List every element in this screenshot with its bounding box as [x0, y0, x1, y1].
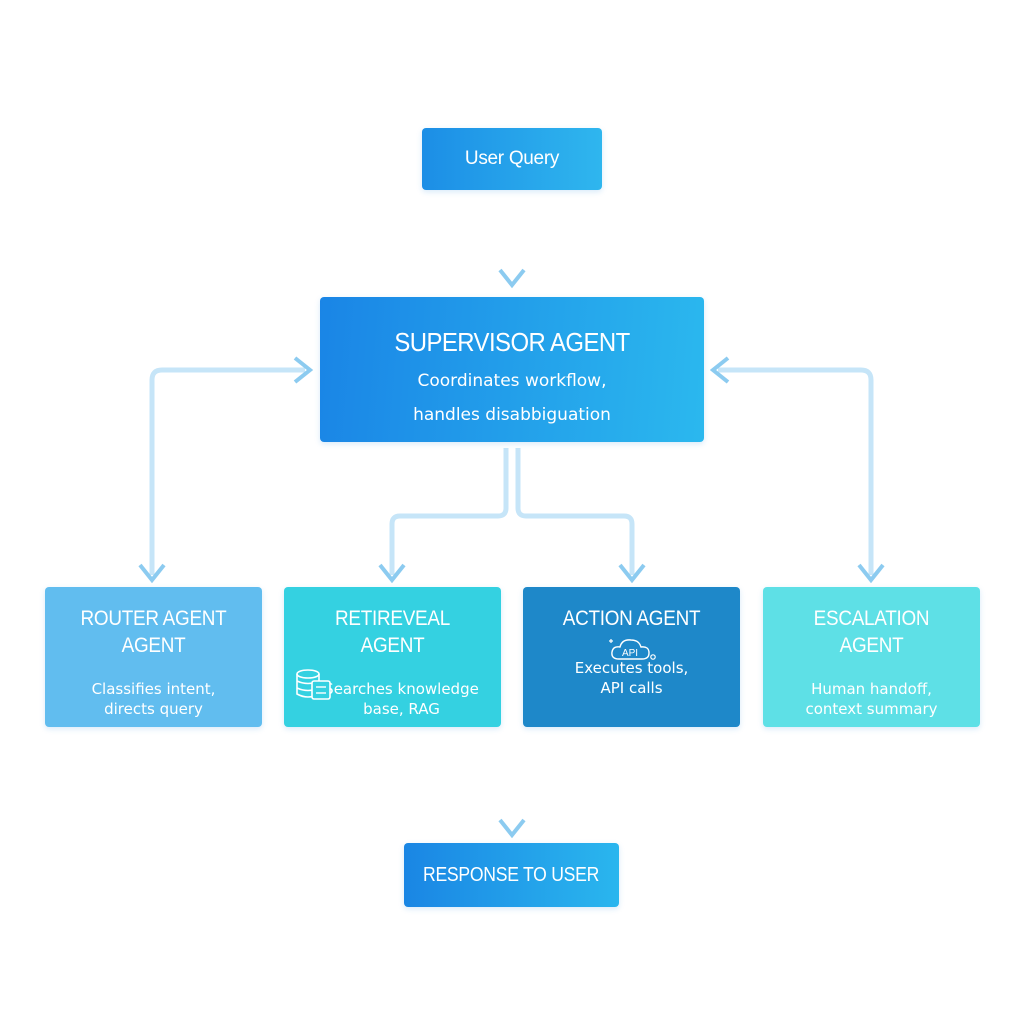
router-agent-node[interactable]: ROUTER AGENT AGENT Classifies intent, di… — [45, 587, 262, 727]
router-title-line1: ROUTER AGENT — [80, 607, 227, 630]
api-icon-label: API — [622, 648, 638, 659]
router-desc-line1: Classifies intent, — [91, 680, 216, 698]
arrow-user-to-supervisor — [498, 200, 526, 289]
retrieval-title-line2: AGENT — [360, 634, 425, 657]
action-desc-line2: API calls — [600, 679, 663, 697]
escalation-desc-line2: context summary — [805, 700, 938, 718]
retrieval-desc-line1: Searches knowledge — [324, 680, 479, 698]
response-label: RESPONSE TO USER — [423, 863, 600, 886]
action-title-line1: ACTION AGENT — [562, 607, 701, 630]
database-icon — [296, 669, 331, 700]
arrow-escalation-loop — [709, 356, 885, 584]
cloud-api-icon: API — [609, 639, 656, 660]
retrieval-agent-node[interactable]: RETIREVEAL AGENT Searches knowledge base… — [284, 587, 501, 727]
user-query-node[interactable]: User Query — [422, 128, 602, 190]
escalation-desc-line1: Human handoff, — [811, 680, 932, 698]
response-to-user-node[interactable]: RESPONSE TO USER — [404, 843, 619, 907]
escalation-title-line1: ESCALATION — [813, 607, 930, 630]
action-desc-line1: Executes tools, — [574, 659, 689, 677]
action-agent-node[interactable]: ACTION AGENT API Executes tools, API cal… — [523, 587, 740, 727]
arrow-to-response — [498, 752, 526, 839]
router-desc-line2: directs query — [104, 700, 203, 718]
supervisor-desc-line2: handles disabbiguation — [413, 405, 611, 425]
supervisor-title: SUPERVISOR AGENT — [394, 327, 630, 357]
arrow-router-loop — [138, 356, 314, 584]
supervisor-desc-line1: Coordinates workflow, — [417, 371, 607, 391]
arrow-supervisor-to-workers — [378, 448, 646, 584]
router-title-line2: AGENT — [121, 634, 186, 657]
retrieval-title-line1: RETIREVEAL — [335, 607, 450, 630]
escalation-agent-node[interactable]: ESCALATION AGENT Human handoff, context … — [763, 587, 980, 727]
user-query-label: User Query — [464, 148, 560, 169]
escalation-title-line2: AGENT — [839, 634, 904, 657]
supervisor-agent-node[interactable]: SUPERVISOR AGENT Coordinates workflow, h… — [320, 297, 704, 442]
retrieval-desc-line2: base, RAG — [363, 700, 440, 718]
